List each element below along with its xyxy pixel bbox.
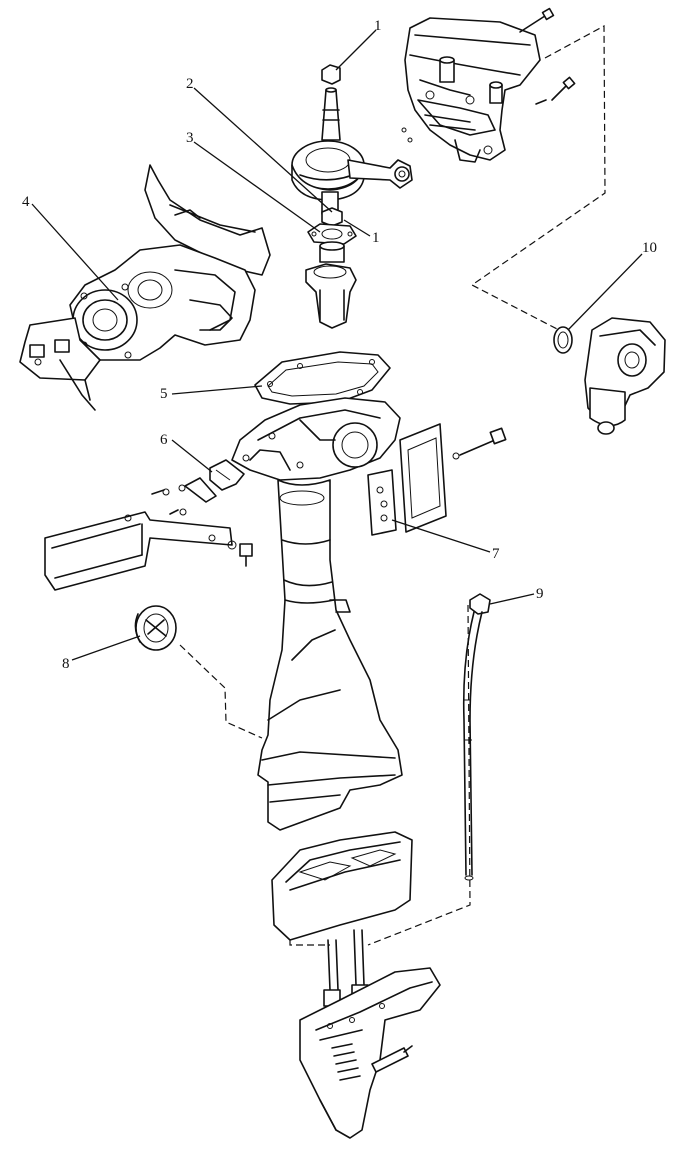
callout-8: 8 (62, 656, 70, 672)
leader-lines (31, 29, 643, 661)
driveshaft-housing-part (257, 479, 403, 831)
callout-1-lower: 1 (372, 230, 380, 246)
drive-shaft-coupling-part (305, 263, 357, 329)
carburetor-part (553, 317, 666, 435)
crankshaft-part (291, 64, 413, 227)
water-tube-part (462, 593, 491, 881)
callout-4: 4 (22, 194, 30, 210)
callout-10: 10 (642, 240, 657, 256)
lower-cowl-part (271, 831, 413, 941)
cap-part (134, 605, 177, 651)
bearing-plate-part (307, 223, 357, 263)
cylinder-head-part (401, 7, 576, 163)
callout-3: 3 (186, 130, 194, 146)
gearcase-part (299, 929, 441, 1139)
midsection-housing-part (231, 397, 401, 481)
callout-9: 9 (536, 586, 544, 602)
tiller-handle-part (44, 511, 253, 591)
callout-7: 7 (492, 546, 500, 562)
callout-labels: 1 1 2 3 4 5 6 7 8 9 10 (22, 18, 657, 672)
callout-2: 2 (186, 76, 194, 92)
assembly-guide-lines (179, 24, 606, 946)
callout-1-top: 1 (374, 18, 382, 34)
bracket-part (367, 423, 507, 536)
reed-valve-part (151, 459, 245, 516)
gasket-part (254, 351, 391, 405)
callout-6: 6 (160, 432, 168, 448)
callout-5: 5 (160, 386, 168, 402)
crankcase-part (19, 164, 271, 411)
